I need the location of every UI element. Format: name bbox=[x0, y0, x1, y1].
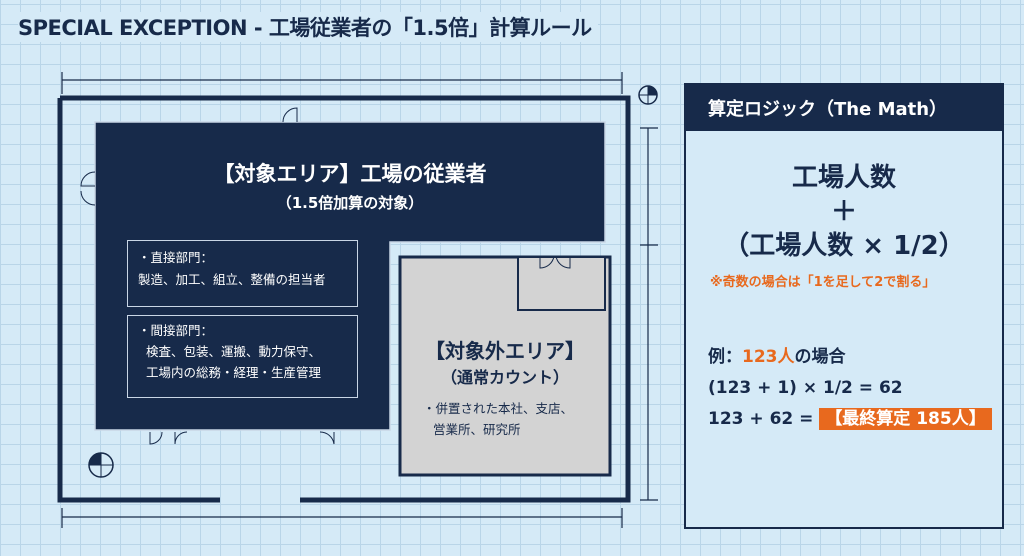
final-result-badge: 【最終算定 185人】 bbox=[819, 408, 992, 430]
excluded-area-desc: ・併置された本社、支店、 営業所、研究所 bbox=[423, 398, 573, 440]
door-icon bbox=[539, 255, 571, 269]
direct-desc: 製造、加工、組立、整備の担当者 bbox=[138, 272, 326, 287]
target-area-subtitle: （1.5倍加算の対象） bbox=[276, 194, 424, 212]
math-panel: 算定ロジック（The Math） 工場人数 ＋ （工場人数 × 1/2） ※奇数… bbox=[684, 83, 1004, 529]
indirect-department-box: ・間接部門： 検査、包装、運搬、動力保守、 工場内の総務・経理・生産管理 bbox=[127, 315, 358, 398]
indirect-desc-2: 工場内の総務・経理・生産管理 bbox=[146, 365, 322, 380]
formula-line-1: 工場人数 bbox=[791, 163, 896, 193]
excluded-area-title: 【対象外エリア】 bbox=[425, 339, 585, 363]
example-number: 123人 bbox=[742, 347, 795, 367]
sub-room bbox=[517, 256, 606, 311]
excluded-desc-2: 営業所、研究所 bbox=[433, 422, 521, 437]
door-icon bbox=[149, 431, 335, 445]
example-prefix: 例： bbox=[708, 347, 742, 367]
dimension-lines bbox=[61, 72, 658, 528]
odd-number-note: ※奇数の場合は「1を足して2で割る」 bbox=[710, 275, 936, 290]
target-area-room bbox=[94, 121, 606, 431]
direct-department-box: ・直接部門： 製造、加工、組立、整備の担当者 bbox=[127, 240, 358, 307]
indirect-label: ・間接部門： bbox=[138, 323, 214, 338]
indirect-desc-1: 検査、包装、運搬、動力保守、 bbox=[146, 344, 322, 359]
outer-walls bbox=[57, 95, 631, 503]
excluded-desc-1: ・併置された本社、支店、 bbox=[423, 401, 574, 416]
example-suffix: の場合 bbox=[794, 347, 846, 367]
compass-icon bbox=[638, 85, 658, 105]
formula-plus: ＋ bbox=[830, 197, 857, 227]
example-heading: 例：123人の場合 bbox=[686, 342, 1002, 373]
compass-icon-2 bbox=[88, 452, 114, 478]
formula-line-2: （工場人数 × 1/2） bbox=[723, 231, 965, 261]
page-title: SPECIAL EXCEPTION - 工場従業者の「1.5倍」計算ルール bbox=[18, 12, 598, 42]
door-icon bbox=[80, 171, 96, 206]
direct-label: ・直接部門： bbox=[138, 250, 214, 265]
calc-line-2-text: 123 + 62 = bbox=[708, 409, 814, 429]
calc-line-2: 123 + 62 = 【最終算定 185人】 bbox=[686, 404, 1002, 435]
excluded-area-subtitle: （通常カウント） bbox=[440, 368, 569, 387]
target-area-title: 【対象エリア】工場の従業者 bbox=[213, 162, 487, 186]
calc-line-1: (123 + 1) × 1/2 = 62 bbox=[708, 378, 903, 398]
door-icon bbox=[282, 107, 298, 123]
math-panel-header: 算定ロジック（The Math） bbox=[686, 85, 1002, 131]
